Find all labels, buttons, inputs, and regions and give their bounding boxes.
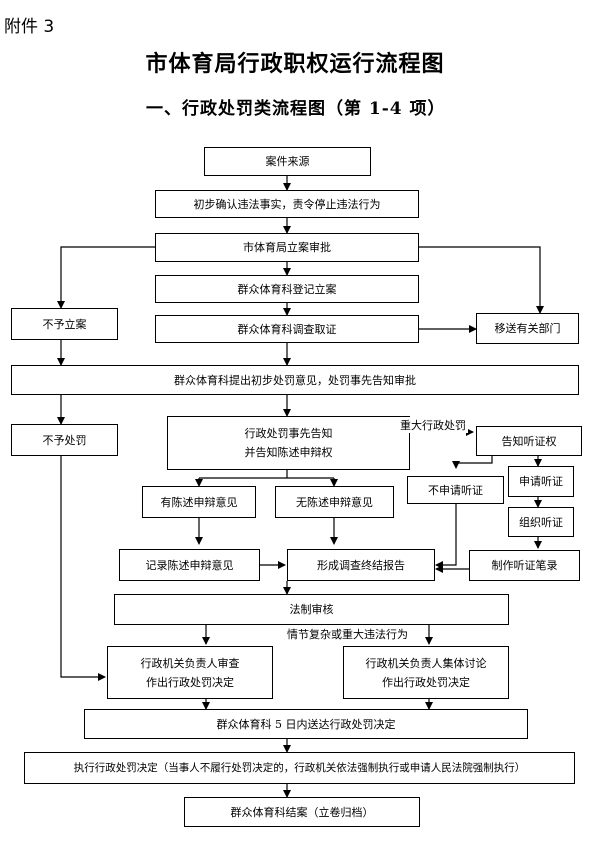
collective-discussion-box: 行政机关负责人集体讨论 作出行政处罚决定 <box>343 646 509 699</box>
close-case-box: 群众体育科结案（立卷归档） <box>184 797 420 827</box>
close-case-text: 群众体育科结案（立卷归档） <box>230 805 374 819</box>
no-penalty-text: 不予处罚 <box>42 433 87 447</box>
initial-opinion-box: 群众体育科提出初步处罚意见，处罚事先告知审批 <box>11 365 579 395</box>
execute-text: 执行行政处罚决定（当事人不履行处罚决定的，行政机关依法强制执行或申请人民法院强制… <box>73 761 526 774</box>
organize-hearing-box: 组织听证 <box>508 507 574 537</box>
complex-label: 情节复杂或重大违法行为 <box>285 626 410 642</box>
legal-review-box: 法制审核 <box>114 594 509 625</box>
case-source-box: 案件来源 <box>204 147 371 176</box>
page-title: 市体育局行政职权运行流程图 <box>145 51 445 77</box>
head-review-line2: 作出行政处罚决定 <box>146 675 234 689</box>
section-subtitle: 一、行政处罚类流程图（第 1-4 项） <box>146 99 446 119</box>
transfer-box: 移送有关部门 <box>476 313 579 344</box>
initial-opinion-text: 群众体育科提出初步处罚意见，处罚事先告知审批 <box>174 373 416 387</box>
prior-notice-line1: 行政处罚事先告知 <box>244 427 333 440</box>
head-review-box: 行政机关负责人审查 作出行政处罚决定 <box>107 646 273 699</box>
head-review-line1: 行政机关负责人审查 <box>140 656 240 670</box>
collective-line1: 行政机关负责人集体讨论 <box>365 656 487 670</box>
hearing-record-text: 制作听证笔录 <box>491 559 558 572</box>
apply-hearing-text: 申请听证 <box>519 475 563 488</box>
apply-hearing-box: 申请听证 <box>508 466 574 497</box>
bureau-approval-box: 市体育局立案审批 <box>155 233 419 262</box>
prior-notice-box: 行政处罚事先告知 并告知陈述申辩权 <box>167 416 410 470</box>
final-report-text: 形成调查终结报告 <box>317 558 405 572</box>
register-case-text: 群众体育科登记立案 <box>237 282 337 296</box>
case-source-text: 案件来源 <box>265 155 310 168</box>
hearing-record-box: 制作听证笔录 <box>469 550 580 581</box>
has-defense-box: 有陈述申辩意见 <box>142 486 256 518</box>
record-defense-box: 记录陈述申辩意见 <box>119 549 260 581</box>
notify-hearing-text: 告知听证权 <box>501 434 557 448</box>
collective-line2: 作出行政处罚决定 <box>382 675 470 689</box>
notify-hearing-box: 告知听证权 <box>476 426 582 456</box>
major-penalty-label: 重大行政处罚 <box>398 417 468 433</box>
prior-notice-line2: 并告知陈述申辩权 <box>244 446 333 459</box>
execute-box: 执行行政处罚决定（当事人不履行处罚决定的，行政机关依法强制执行或申请人民法院强制… <box>24 752 575 784</box>
preliminary-confirm-box: 初步确认违法事实，责令停止违法行为 <box>155 190 419 218</box>
no-hearing-request-box: 不申请听证 <box>407 476 504 504</box>
investigate-box: 群众体育科调查取证 <box>155 315 419 343</box>
investigate-text: 群众体育科调查取证 <box>237 322 337 336</box>
record-defense-text: 记录陈述申辩意见 <box>145 558 234 572</box>
preliminary-confirm-text: 初步确认违法事实，责令停止违法行为 <box>193 197 381 211</box>
serve-decision-box: 群众体育科 5 日内送达行政处罚决定 <box>84 709 528 739</box>
no-filing-box: 不予立案 <box>11 308 118 340</box>
legal-review-text: 法制审核 <box>289 603 334 616</box>
attachment-label: 附件 3 <box>4 17 55 37</box>
register-case-box: 群众体育科登记立案 <box>155 275 419 303</box>
final-report-box: 形成调查终结报告 <box>287 549 435 581</box>
organize-hearing-text: 组织听证 <box>519 515 563 529</box>
no-hearing-request-text: 不申请听证 <box>428 483 483 497</box>
has-defense-text: 有陈述申辩意见 <box>160 495 238 509</box>
no-defense-box: 无陈述申辩意见 <box>275 486 394 518</box>
no-filing-text: 不予立案 <box>42 317 87 331</box>
serve-decision-text: 群众体育科 5 日内送达行政处罚决定 <box>216 717 396 731</box>
bureau-approval-text: 市体育局立案审批 <box>243 241 331 254</box>
no-defense-text: 无陈述申辩意见 <box>296 495 373 509</box>
no-penalty-box: 不予处罚 <box>11 424 118 456</box>
transfer-text: 移送有关部门 <box>494 322 561 335</box>
